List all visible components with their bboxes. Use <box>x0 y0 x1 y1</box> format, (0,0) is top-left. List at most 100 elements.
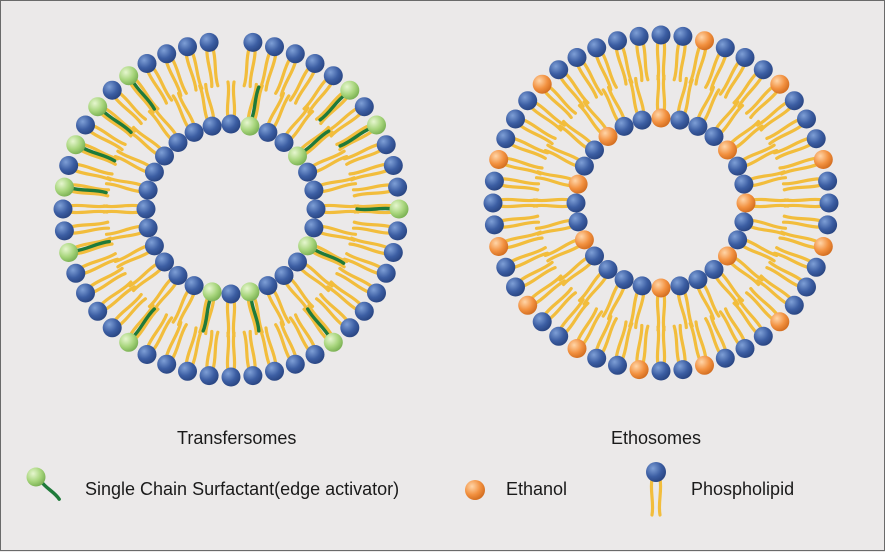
phospholipid-head <box>200 366 219 385</box>
phospholipid-head <box>388 178 407 197</box>
phospholipid-head <box>797 110 816 129</box>
phospholipid-head <box>785 91 804 110</box>
phospholipid-head <box>599 260 618 279</box>
ethanol-molecule <box>695 31 714 50</box>
phospholipid-head <box>575 157 594 176</box>
phospholipid-head <box>716 349 735 368</box>
phospholipid-head <box>652 362 671 381</box>
ethanol-molecule <box>569 175 588 194</box>
phospholipid-head <box>533 312 552 331</box>
phospholipid-head <box>307 200 326 219</box>
phospholipid-head <box>728 157 747 176</box>
phospholipid-head <box>304 218 323 237</box>
ethanol-molecule <box>599 127 618 146</box>
phospholipid-head <box>506 278 525 297</box>
phospholipid-head <box>275 133 294 152</box>
phospholipid-head <box>673 360 692 379</box>
surfactant-head <box>119 66 138 85</box>
phospholipid-head <box>549 60 568 79</box>
phospholipid-head <box>169 266 188 285</box>
phospholipid-head <box>340 318 359 337</box>
phospholipid-head <box>243 366 262 385</box>
phospholipid-head <box>754 60 773 79</box>
phospholipid-head <box>630 27 649 46</box>
surfactant-head <box>203 282 222 301</box>
phospholipid-head <box>608 31 627 50</box>
surfactant-head <box>119 333 138 352</box>
phospholipid-head <box>705 127 724 146</box>
phospholipid-head <box>484 194 503 213</box>
phospholipid-head <box>728 230 747 249</box>
phospholipid-head <box>705 260 724 279</box>
phospholipid-head <box>66 264 85 283</box>
phospholipid-head <box>185 123 204 142</box>
phospholipid-head <box>549 327 568 346</box>
surfactant-legend-icon <box>27 468 46 487</box>
ethosome-vesicle <box>484 26 839 381</box>
transfersome-vesicle <box>54 33 409 387</box>
phospholipid-head <box>388 221 407 240</box>
phospholipid-head <box>145 163 164 182</box>
phospholipid-head <box>155 253 174 272</box>
ethanol-molecule <box>814 237 833 256</box>
phospholipid-head <box>155 147 174 166</box>
phospholipid-head <box>157 355 176 374</box>
phospholipid-head <box>734 175 753 194</box>
phospholipid-head <box>306 345 325 364</box>
phospholipid-head <box>569 212 588 231</box>
phospholipid-head <box>734 212 753 231</box>
phospholipid-head <box>807 129 826 148</box>
phospholipid-head <box>103 81 122 100</box>
phospholipid-head <box>286 44 305 63</box>
surfactant-head <box>340 81 359 100</box>
phospholipid-head <box>587 349 606 368</box>
phospholipid-head <box>138 54 157 73</box>
phospholipid-head <box>818 172 837 191</box>
phospholipid-head <box>485 172 504 191</box>
phospholipid-head <box>587 38 606 57</box>
phospholipid-head <box>688 117 707 136</box>
phospholipid-head <box>88 302 107 321</box>
ethosomes-label: Ethosomes <box>611 428 701 449</box>
phospholipid-head <box>797 278 816 297</box>
phospholipid-head <box>518 91 537 110</box>
phospholipid-head <box>615 270 634 289</box>
phospholipid-head <box>157 44 176 63</box>
phospholipid-head <box>608 356 627 375</box>
surfactant-head <box>298 236 317 255</box>
phospholipid-legend-icon <box>646 462 666 482</box>
surfactant-head <box>240 117 259 136</box>
phospholipid-head <box>200 33 219 52</box>
phospholipid-head <box>178 362 197 381</box>
phospholipid-head <box>355 302 374 321</box>
phospholipid-head <box>288 253 307 272</box>
lipid-heads <box>54 33 409 387</box>
ethanol-molecule <box>630 360 649 379</box>
phospholipid-head <box>736 339 755 358</box>
lipid-heads <box>484 26 839 381</box>
phospholipid-head <box>485 215 504 234</box>
surfactant-head <box>324 333 343 352</box>
phospholipid-head <box>585 247 604 266</box>
phospholipid-head <box>377 135 396 154</box>
phospholipid-head <box>568 48 587 67</box>
ethanol-molecule <box>518 296 537 315</box>
transfersomes-label: Transfersomes <box>177 428 296 449</box>
surfactant-head <box>288 147 307 166</box>
phospholipid-head <box>670 276 689 295</box>
phospholipid-head <box>506 110 525 129</box>
phospholipid-head <box>377 264 396 283</box>
legend-phospholipid-label: Phospholipid <box>691 479 794 500</box>
phospholipid-head <box>384 243 403 262</box>
phospholipid-head <box>139 218 158 237</box>
ethanol-molecule <box>770 312 789 331</box>
phospholipid-head <box>76 284 95 303</box>
phospholipid-head <box>54 200 73 219</box>
ethanol-molecule <box>695 356 714 375</box>
phospholipid-head <box>137 200 156 219</box>
phospholipid-head <box>820 194 839 213</box>
phospholipid-head <box>169 133 188 152</box>
phospholipid-head <box>736 48 755 67</box>
phospholipid-head <box>585 141 604 160</box>
